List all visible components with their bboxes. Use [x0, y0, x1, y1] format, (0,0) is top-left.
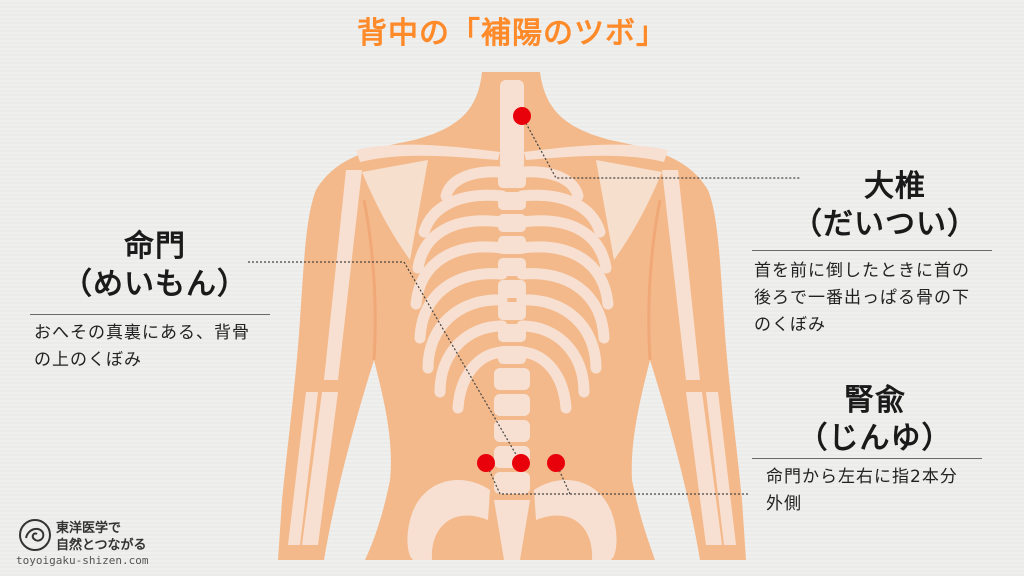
daitsui-name: 大椎: [864, 169, 926, 204]
left-humerus: [324, 170, 362, 380]
jinyu-desc-line: 外側: [766, 494, 802, 514]
logo-text: 東洋医学で 自然とつながる: [56, 520, 146, 554]
daitsui-reading: （だいつい）: [792, 207, 978, 242]
leader-jinyu-left: [485, 462, 750, 495]
meimon-desc-line: の上のくぼみ: [34, 350, 142, 370]
left-forearm: [302, 392, 338, 545]
daitsui-desc-line: のくぼみ: [754, 315, 826, 335]
jinyu-desc-line: 命門から左右に指2本分: [766, 467, 958, 487]
right-clavicle: [524, 144, 668, 162]
daitsui-desc: 首を前に倒したときに首の 後ろで一番出っぱる骨の下 のくぼみ: [754, 258, 1014, 339]
jinyu-name: 腎兪: [844, 383, 906, 418]
point-jinyu-left: [477, 454, 495, 472]
left-clavicle: [356, 144, 500, 162]
logo-url[interactable]: toyoigaku-shizen.com: [16, 554, 149, 567]
jinyu-desc: 命門から左右に指2本分 外側: [766, 464, 1006, 518]
right-forearm: [686, 392, 722, 545]
point-daitsui: [513, 107, 531, 125]
meimon-rule: [30, 314, 270, 315]
point-meimon: [512, 454, 530, 472]
meimon-desc-line: おへその真裏にある、背骨: [34, 323, 250, 343]
right-iliac: [534, 480, 617, 560]
meimon-reading: （めいもん）: [62, 267, 248, 302]
swirl-logo-icon: [19, 519, 51, 551]
spine: [494, 80, 530, 560]
jinyu-reading: （じんゆ）: [797, 421, 953, 456]
daitsui-desc-line: 首を前に倒したときに首の: [754, 261, 970, 281]
logo-line-1: 東洋医学で: [56, 521, 122, 536]
point-jinyu-right: [547, 454, 565, 472]
leader-meimon: [248, 261, 522, 464]
left-scapula: [362, 160, 428, 260]
left-forearm-2: [288, 392, 318, 545]
page-title: 背中の「補陽のツボ」: [357, 16, 667, 51]
meimon-name: 命門: [124, 229, 186, 264]
site-logo[interactable]: 東洋医学で 自然とつながる toyoigaku-shizen.com: [16, 516, 256, 567]
leader-daitsui: [521, 115, 800, 179]
jinyu-rule: [752, 458, 982, 459]
rib-cage: [410, 166, 614, 414]
meimon-desc: おへその真裏にある、背骨 の上のくぼみ: [34, 320, 284, 374]
right-humerus: [662, 170, 700, 380]
daitsui-desc-line: 後ろで一番出っぱる骨の下: [754, 288, 970, 308]
right-forearm-2: [706, 392, 736, 545]
left-iliac: [407, 480, 490, 560]
logo-line-2: 自然とつながる: [56, 538, 147, 553]
daitsui-rule: [752, 250, 992, 251]
right-scapula: [596, 160, 662, 260]
